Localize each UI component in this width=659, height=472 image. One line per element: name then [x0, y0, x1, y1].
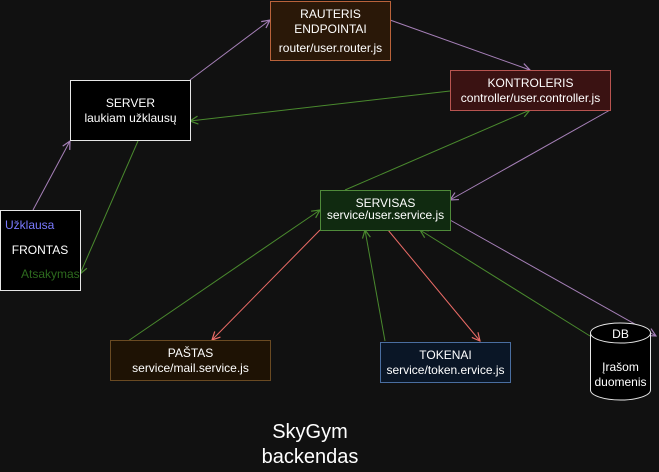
rauteris-node-box[interactable] — [270, 1, 391, 61]
pastas-node: PAŠTAS service/mail.service.js — [110, 340, 271, 381]
frontas-node-box[interactable] — [0, 210, 81, 291]
servisas-node: SERVISAS service/user.service.js — [320, 188, 451, 229]
edge-db-to-servisas — [420, 230, 591, 337]
frontas-response-label: Atsakymas — [21, 267, 80, 281]
edge-server-to-rauteris — [189, 20, 270, 81]
pastas-path: service/mail.service.js — [132, 360, 249, 375]
edge-servisas-to-db — [449, 219, 656, 336]
kontroleris-node: KONTROLERIS controller/user.controller.j… — [450, 70, 611, 111]
edge-servisas-to-pastas — [212, 229, 321, 340]
rauteris-path: router/user.router.js — [278, 40, 383, 55]
kontroleris-label: KONTROLERIS — [487, 75, 574, 90]
db-label: DB — [612, 327, 629, 341]
frontas-request-label: Užklausa — [5, 218, 55, 232]
server-node: SERVER laukiam užklausų — [70, 80, 191, 141]
kontroleris-path: controller/user.controller.js — [460, 90, 601, 105]
rauteris-node: RAUTERIS ENDPOINTAI router/user.router.j… — [270, 1, 391, 61]
edge-kontroleris-to-servisas — [450, 109, 611, 200]
tokenai-node: TOKENAI service/token.ervice.js — [380, 342, 511, 383]
server-label: SERVER — [105, 95, 156, 110]
servisas-node-box[interactable] — [320, 190, 451, 231]
edge-servisas-to-kontroleris — [344, 110, 530, 191]
pastas-label: PAŠTAS — [167, 345, 214, 360]
frontas-label: FRONTAS — [11, 243, 69, 257]
db-node: DB Įrašom duomenis — [590, 323, 651, 403]
diagram-title: SkyGym backendas — [220, 420, 400, 470]
server-description: laukiam užklausų — [84, 110, 177, 125]
edge-frontas-to-server — [32, 141, 70, 211]
kontroleris-node-box[interactable] — [450, 70, 611, 111]
servisas-path: service/user.service.js — [326, 207, 445, 222]
pastas-node-box[interactable] — [110, 340, 271, 381]
db-cylinder[interactable] — [590, 322, 651, 401]
rauteris-label: RAUTERIS — [300, 6, 361, 21]
db-description-line1: Įrašom — [602, 360, 639, 374]
edge-servisas-to-tokenai — [387, 229, 480, 341]
title-line-1: SkyGym — [272, 421, 348, 443]
frontas-node: Užklausa FRONTAS Atsakymas — [0, 210, 81, 291]
server-node-box[interactable] — [70, 80, 191, 141]
db-description-line2: duomenis — [594, 375, 647, 389]
servisas-label: SERVISAS — [355, 195, 416, 210]
edge-rauteris-to-kontroleris — [389, 19, 530, 70]
tokenai-label: TOKENAI — [419, 347, 472, 362]
tokenai-node-box[interactable] — [380, 342, 511, 383]
rauteris-sublabel: ENDPOINTAI — [294, 21, 367, 36]
edge-tokenai-to-servisas — [365, 230, 386, 342]
title-line-2: backendas — [261, 446, 359, 468]
tokenai-path: service/token.ervice.js — [386, 362, 505, 377]
edge-kontroleris-to-server — [190, 90, 451, 121]
edge-pastas-to-servisas — [127, 210, 320, 342]
edge-server-to-frontas — [80, 140, 139, 274]
